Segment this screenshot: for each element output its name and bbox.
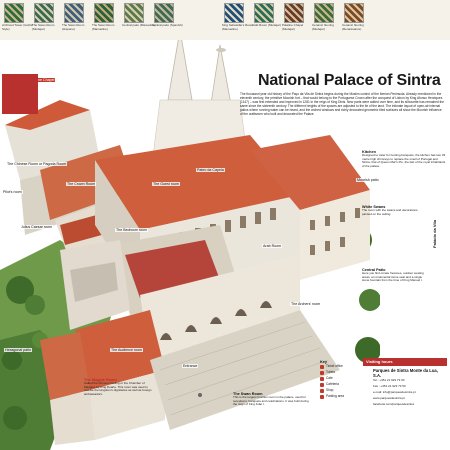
key-label: Cafeteria	[326, 382, 339, 386]
label-crown-room: The Crown Room	[66, 182, 97, 187]
key-label: Parking area	[326, 394, 345, 398]
tile-caption: King Sebastião's Room (Manueline)	[222, 23, 254, 31]
visit-title: Parques de Sintra Monte da Lua, S.A.	[373, 368, 438, 378]
central-section: Central Patio Here you find ornate fresc…	[362, 268, 428, 283]
tile-swatch	[94, 3, 114, 23]
tile-caption: Palatine Chapel (Mudejar)	[282, 23, 304, 31]
kitchen-text: Designed to cater for hunting banquets, …	[362, 153, 446, 168]
tile-caption: The Swan Room (Mudejar)	[32, 23, 55, 31]
label-audience-room: The Audience room	[110, 348, 144, 353]
tile-swatch	[4, 3, 24, 23]
white-heading: White Swans	[362, 205, 386, 209]
swan-note: The Swan Room This is the largest functi…	[233, 392, 313, 407]
tile-swatch	[154, 3, 174, 23]
key-row: Parking area	[320, 394, 362, 400]
tile-swatch	[254, 3, 274, 23]
key-swatch-icon	[320, 371, 324, 375]
key-swatch-icon	[320, 365, 324, 369]
kitchen-heading: Kitchen	[362, 150, 376, 154]
tile-caption: Central patio (Manueline)	[122, 23, 156, 27]
tile-caption: Ceramic flooring (Renaissance)	[342, 23, 364, 31]
tile-caption: Arab Room (Mudejar)	[252, 23, 281, 27]
tile-caption: Ceramic flooring (Mudejar)	[312, 23, 334, 31]
central-heading: Central Patio	[362, 268, 386, 272]
tile-caption: The Swan Room (Manueline)	[92, 23, 115, 31]
swan-text: This is the largest function room in the…	[233, 395, 309, 407]
label-guest-room: The Guest room	[152, 182, 180, 187]
visit-line[interactable]: e-mail: info@parquesdesintra.pt	[373, 390, 416, 394]
key-swatch-icon	[320, 395, 324, 399]
palace-illustration	[0, 40, 380, 450]
tile-swatch	[64, 3, 84, 23]
magpie-note: The Magpie Room Called the Crimson Ceili…	[84, 378, 152, 396]
visit-line: Fax.: +351 21 923 73 50	[373, 384, 406, 388]
label-hexagonal: Hexagonal patio	[4, 348, 32, 353]
key-label: Cafe	[326, 376, 333, 380]
label-entrance: Entrance	[182, 364, 199, 369]
key-swatch-icon	[320, 389, 324, 393]
visit-header: Visiting hours	[363, 358, 447, 366]
white-text: The room with the swans and decorations …	[362, 208, 418, 216]
visit-line: Tel.: +351 21 923 73 00	[373, 378, 405, 382]
visit-line[interactable]: facebook.com/parquesdesintra	[373, 402, 415, 406]
tile-swatch	[284, 3, 304, 23]
central-text: Here you find ornate frescoes, outdoor s…	[362, 271, 424, 283]
magpie-title: The Magpie Room	[84, 378, 117, 382]
key-title: Key	[320, 360, 327, 364]
key-label: Shop	[326, 388, 334, 392]
vertical-title: Palácio da Vila	[430, 180, 444, 250]
key-row: Ticket office	[320, 364, 362, 370]
visit-box: Visiting hours Parques de Sintra Monte d…	[363, 358, 447, 444]
key-row: Toilets	[320, 370, 362, 376]
tile-swatch	[344, 3, 364, 23]
label-archers-room: The Archers' room	[290, 302, 322, 307]
key-swatch-icon	[320, 383, 324, 387]
label-arab-room: Arab Room	[262, 244, 283, 249]
label-pilot-room: Pilot's room	[2, 190, 23, 195]
label-moorish: Moorish patio	[356, 178, 380, 183]
label-palatine-chapel: Palatine Chapel	[28, 78, 56, 83]
tile-caption: Archived Tower (Gothic Style)	[2, 23, 33, 31]
key-label: Toilets	[326, 370, 336, 374]
tile-swatch	[224, 3, 244, 23]
tile-swatch	[314, 3, 334, 23]
label-julius-room: Julius Caesar room	[20, 225, 53, 230]
kitchen-section: Kitchen Designed to cater for hunting ba…	[362, 150, 446, 168]
key-label: Ticket office	[326, 364, 343, 368]
label-pateo: Pateo da Capela	[196, 168, 225, 173]
magpie-text: Called the Crimson Ceiling or the Chambe…	[84, 381, 152, 396]
swan-title: The Swan Room	[233, 392, 263, 396]
white-section: White Swans The room with the swans and …	[362, 205, 428, 216]
tile-swatch	[124, 3, 144, 23]
tile-caption: Central patio (Spanish)	[152, 23, 183, 27]
tile-swatch	[34, 3, 54, 23]
intro-text: The thousand year old history of the Paç…	[240, 92, 445, 116]
label-chinese-room: The Chinese Room or Pagoda Room	[6, 162, 68, 167]
key-row: Shop	[320, 388, 362, 394]
label-bedroom-room: The Bedroom room	[115, 228, 148, 233]
key-row: Cafeteria	[320, 382, 362, 388]
key-row: Cafe	[320, 376, 362, 382]
vertical-label: Palácio da Vila	[432, 220, 437, 248]
key-swatch-icon	[320, 377, 324, 381]
visit-line[interactable]: www.parquesdesintra.pt	[373, 396, 406, 400]
palatine-box	[2, 74, 38, 114]
tile-caption: The Swan Room (Hispano)	[62, 23, 85, 31]
page-title: National Palace of Sintra	[258, 72, 441, 89]
